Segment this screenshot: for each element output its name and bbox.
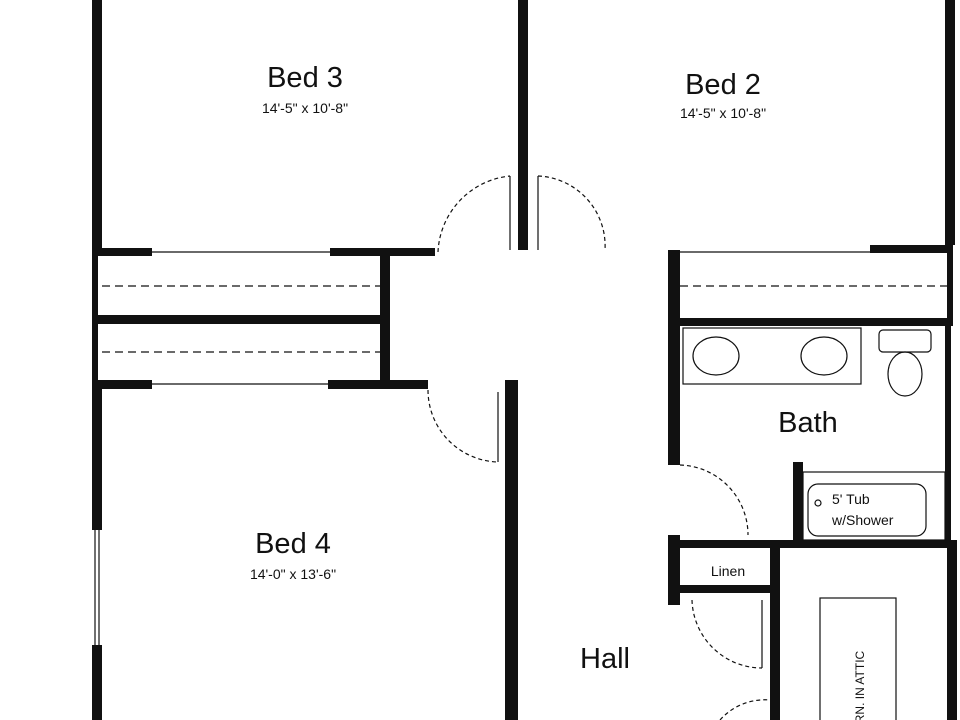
room-name-hall: Hall <box>580 643 630 675</box>
room-name-bed2: Bed 2 <box>685 69 761 101</box>
walls <box>92 0 957 720</box>
room-name-bed4: Bed 4 <box>255 528 331 560</box>
attic-furnace-label: RN. IN ATTIC <box>853 650 867 720</box>
room-size-bed4: 14'-0" x 13'-6" <box>249 566 337 582</box>
tub-label-line1: 5' Tub <box>832 491 870 507</box>
room-size-bed3: 14'-5" x 10'-8" <box>261 100 349 116</box>
room-name-linen: Linen <box>710 563 746 579</box>
room-size-bed2: 14'-5" x 10'-8" <box>679 105 767 121</box>
room-name-bed3: Bed 3 <box>267 62 343 94</box>
room-name-bath: Bath <box>778 407 838 439</box>
tub-label-line2: w/Shower <box>832 512 894 528</box>
doors-and-details <box>94 175 950 720</box>
